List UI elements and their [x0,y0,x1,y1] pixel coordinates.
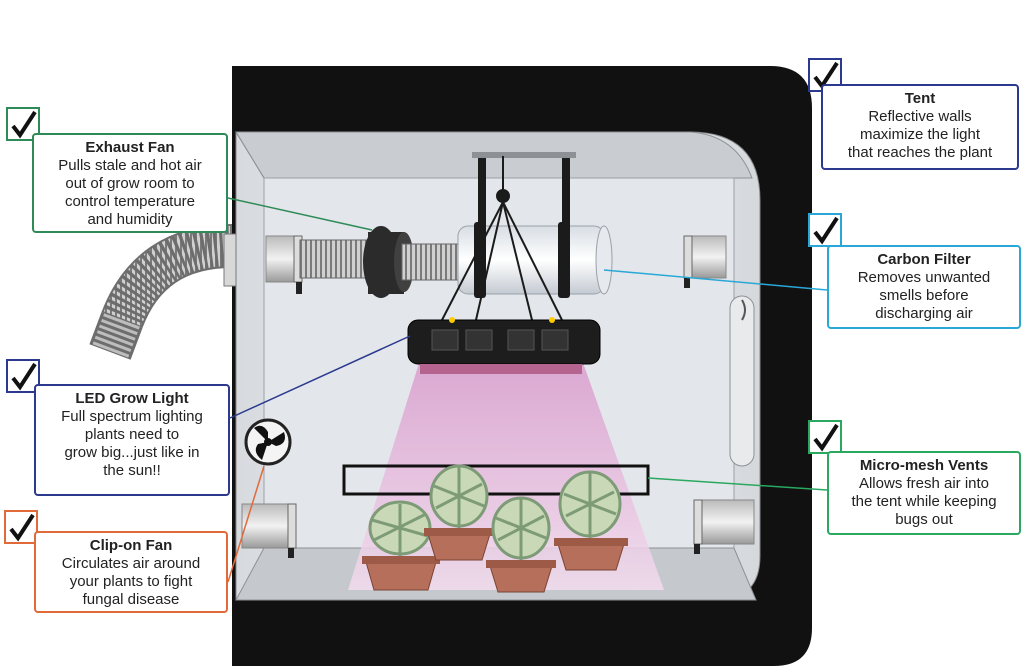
checkmark-icon [808,420,842,454]
callout-title: Exhaust Fan [85,139,175,156]
leader-carbon [603,269,828,291]
callout-title: Tent [904,90,936,107]
callout-exhaust-fan: Exhaust Fan Pulls stale and hot air out … [32,133,228,233]
clip-on-fan [244,418,292,466]
micro-mesh-vent [342,464,650,496]
checkmark-icon [4,510,38,544]
callout-description: Pulls stale and hot air out of grow room… [58,157,202,228]
leader-exhaust [227,197,373,231]
plants [362,464,628,593]
callout-description: Full spectrum lighting plants need to gr… [61,408,203,479]
leader-lines [227,197,828,583]
leader-clip [227,465,265,583]
checkmark-icon [6,107,40,141]
callout-title: Carbon Filter [877,251,971,268]
callout-led-grow-light: LED Grow Light Full spectrum lighting pl… [34,384,230,496]
external-duct [89,224,237,360]
leader-led [229,335,411,419]
callout-tent: Tent Reflective walls maximize the light… [821,84,1019,170]
upper-left-port [265,235,371,294]
callout-clip-on-fan: Clip-on Fan Circulates air around your p… [34,531,228,613]
lower-right-port [693,499,755,554]
callout-title: Clip-on Fan [89,537,173,554]
light-hangers [441,156,563,321]
callout-carbon-filter: Carbon Filter Removes unwanted smells be… [827,245,1021,329]
leader-vents [647,477,828,491]
callout-micro-mesh-vents: Micro-mesh Vents Allows fresh air into t… [827,451,1021,535]
checkmark-icon [808,213,842,247]
led-grow-light [407,317,601,374]
callout-description: Allows fresh air into the tent while kee… [851,475,997,528]
callout-description: Circulates air around your plants to fig… [61,555,201,608]
exhaust-fan [363,226,461,298]
upper-right-port [683,235,727,288]
door-flap [729,295,755,467]
callout-title: Micro-mesh Vents [859,457,989,474]
callout-title: LED Grow Light [75,390,189,407]
callout-description: Removes unwanted smells before dischargi… [857,269,991,322]
callout-description: Reflective walls maximize the light that… [847,108,993,161]
